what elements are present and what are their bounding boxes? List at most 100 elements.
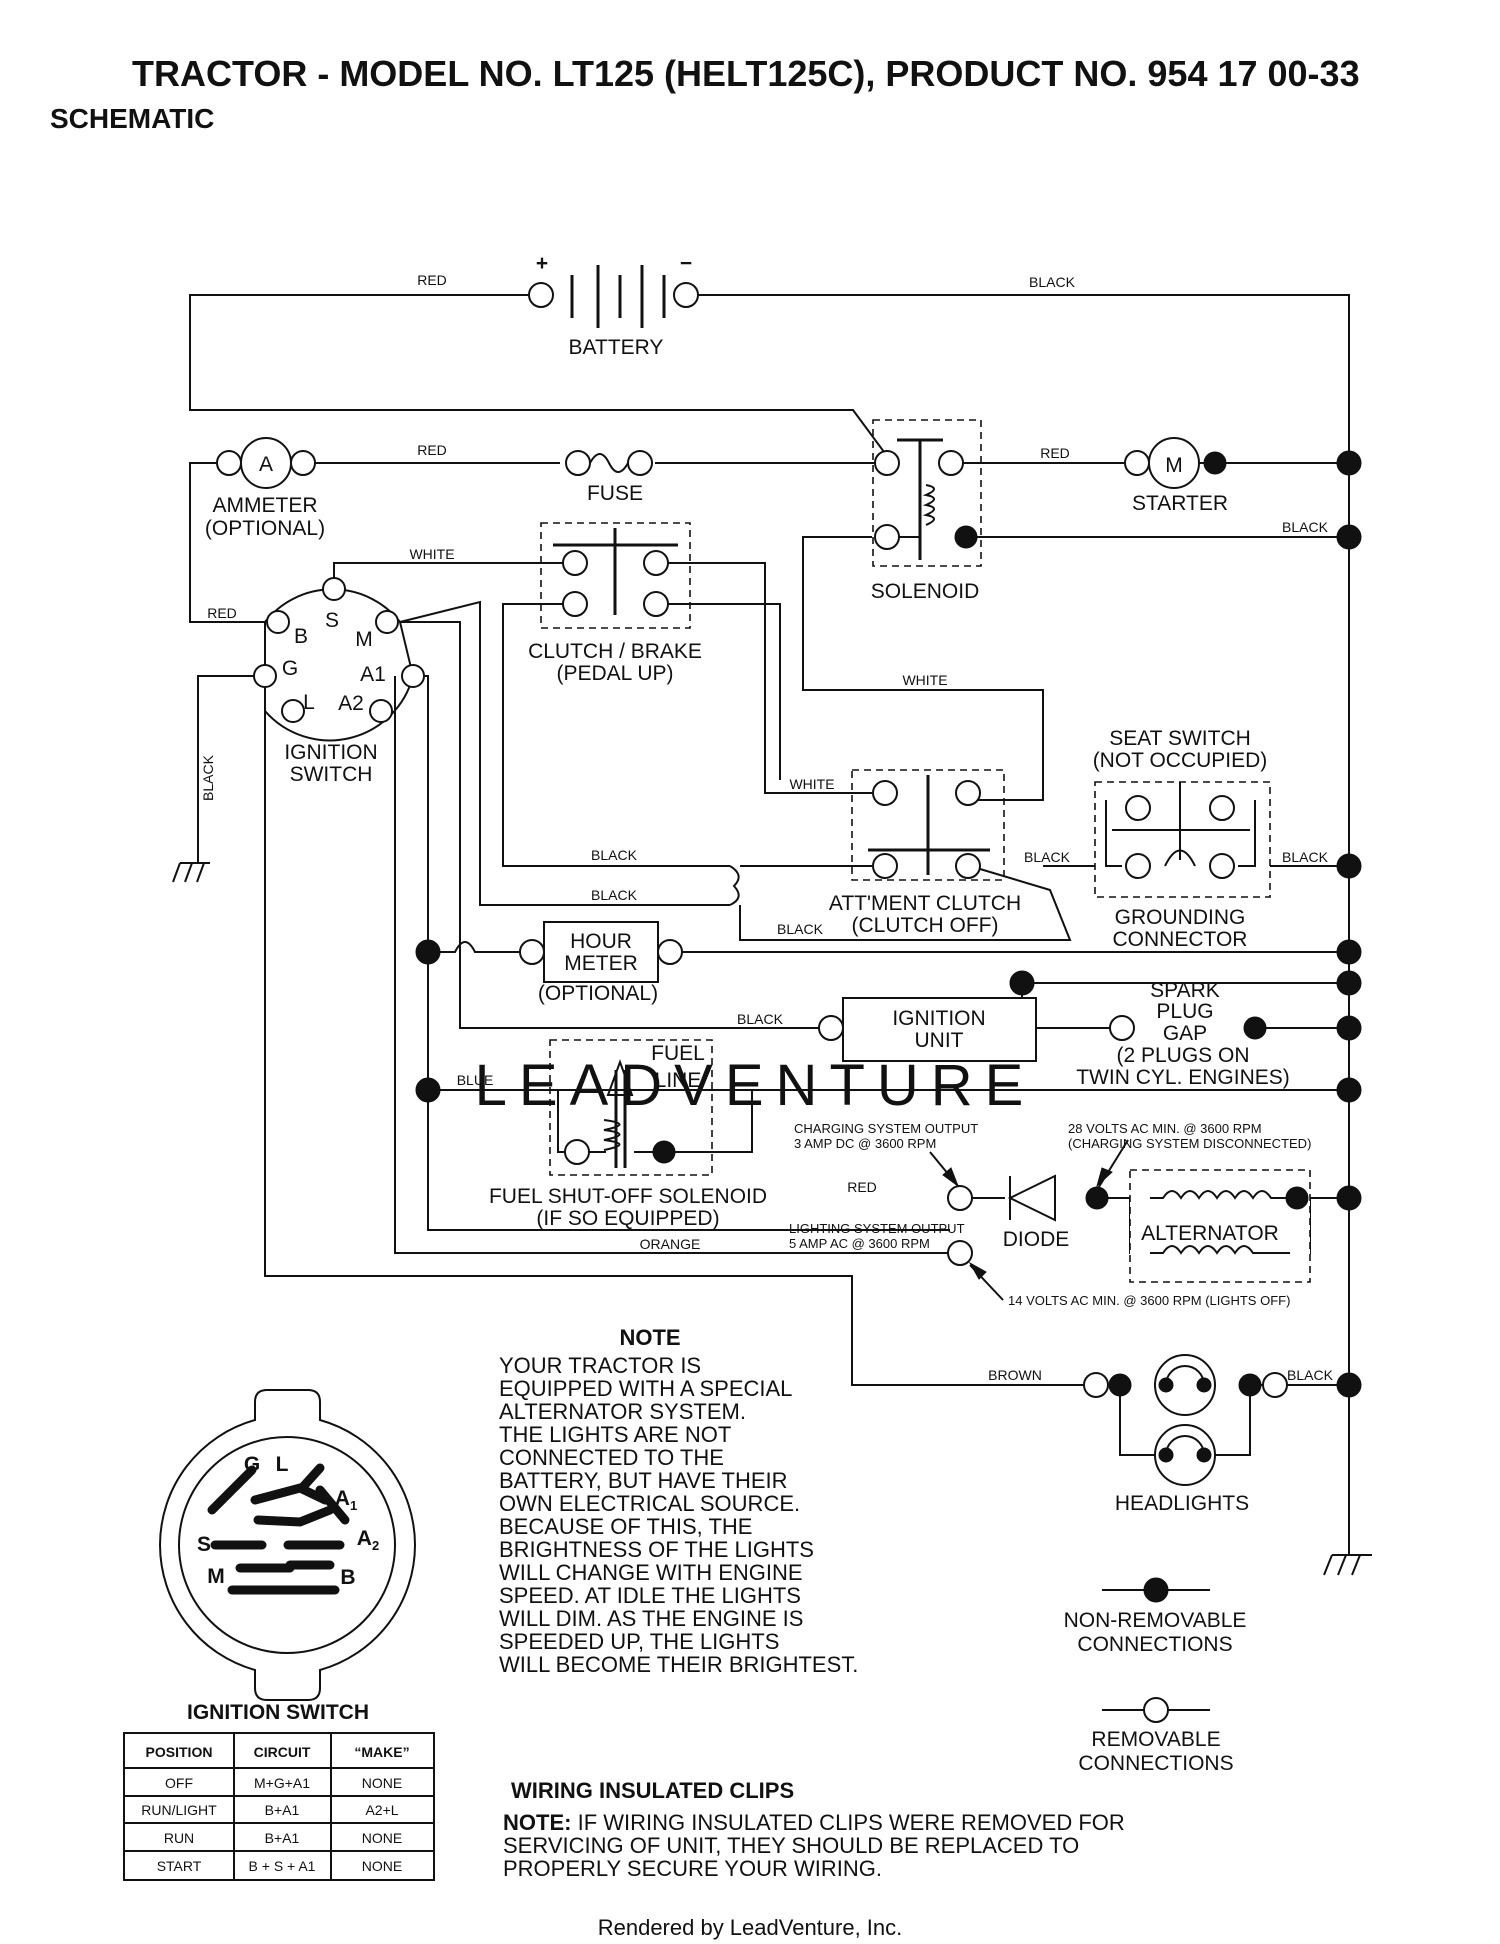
clips-line-3: PROPERLY SECURE YOUR WIRING. [503,1856,882,1881]
table-cell: NONE [362,1858,402,1874]
lighting-output-value: 5 AMP AC @ 3600 RPM [789,1236,930,1251]
wiring-clips-note: WIRING INSULATED CLIPS NOTE: IF WIRING I… [503,1778,1125,1881]
starter-label: STARTER [1132,492,1228,515]
note-line: WILL DIM. AS THE ENGINE IS [499,1606,803,1631]
page-subtitle: SCHEMATIC [50,103,214,134]
clutch-brake-label: CLUTCH / BRAKE [528,640,702,663]
ammeter-symbol: A [259,453,273,476]
terminal-a2: A2 [338,692,364,715]
wire-label-black-battery: BLACK [1029,274,1076,290]
wire-label-white-clutch: WHITE [789,776,834,792]
terminal-s: S [325,609,339,632]
solenoid-label: SOLENOID [871,580,980,603]
fuse-label: FUSE [587,482,643,505]
note-line: ALTERNATOR SYSTEM. [499,1399,746,1424]
table-cell: START [157,1858,202,1874]
watermark-text: LEADVENTURE [475,1053,1036,1118]
note-line: BECAUSE OF THIS, THE [499,1514,752,1539]
attment-clutch-label: ATT'MENT CLUTCH [829,892,1021,915]
table-cell: B + S + A1 [249,1858,316,1874]
table-cell: M+G+A1 [254,1775,310,1791]
spark-plug-label-4: (2 PLUGS ON [1116,1044,1249,1067]
table-header-make: “MAKE” [354,1744,409,1760]
wire-label-red-diode: RED [847,1179,877,1195]
terminal-b: B [294,625,308,648]
spark-plug-label-5: TWIN CYL. ENGINES) [1076,1066,1290,1089]
volts28-note: (CHARGING SYSTEM DISCONNECTED) [1068,1136,1311,1151]
note-line: SPEEDED UP, THE LIGHTS [499,1629,779,1654]
seat-switch-label-2: (NOT OCCUPIED) [1093,749,1268,772]
table-header-circuit: CIRCUIT [254,1744,311,1760]
clips-line-1: NOTE: IF WIRING INSULATED CLIPS WERE REM… [503,1810,1125,1835]
lighting-output-connector [947,1240,973,1266]
alternator-label: ALTERNATOR [1141,1222,1279,1245]
wire-label-red-battery: RED [417,272,447,288]
terminal-a1: A1 [360,663,386,686]
note-line: BATTERY, BUT HAVE THEIR [499,1468,788,1493]
clutch-brake-switch: CLUTCH / BRAKE (PEDAL UP) [528,522,702,685]
fuel-solenoid-label-2: (IF SO EQUIPPED) [536,1207,719,1230]
switch-face-b: B [340,1566,355,1589]
switch-face-s: S [197,1533,211,1556]
note-line: EQUIPPED WITH A SPECIAL [499,1376,792,1401]
ignition-table-title: IGNITION SWITCH [187,1701,369,1724]
ignition-table: IGNITION SWITCH POSITION CIRCUIT “MAKE” … [123,1701,435,1881]
wire-label-brown: BROWN [988,1367,1042,1383]
switch-face-g: G [244,1453,260,1476]
footer-credit: Rendered by LeadVenture, Inc. [598,1915,903,1940]
clips-line-2: SERVICING OF UNIT, THEY SHOULD BE REPLAC… [503,1833,1079,1858]
switch-face-m: M [207,1565,225,1588]
note-line: THE LIGHTS ARE NOT [499,1422,731,1447]
headlights: HEADLIGHTS [1083,1354,1288,1515]
battery-minus: − [680,252,692,275]
table-cell: A2+L [365,1802,398,1818]
seat-switch: SEAT SWITCH (NOT OCCUPIED) GROUNDING CON… [1093,727,1271,951]
wire-label-black-clutch-1: BLACK [591,847,638,863]
note-line: WILL BECOME THEIR BRIGHTEST. [499,1652,858,1677]
battery: + − BATTERY [528,252,699,359]
table-cell: B+A1 [265,1830,300,1846]
table-cell: RUN/LIGHT [141,1802,217,1818]
legend-nonremovable-label: NON-REMOVABLE [1064,1609,1247,1632]
alternator: ALTERNATOR [1129,1169,1311,1283]
wire-label-white-solenoid: WHITE [902,672,947,688]
wire-label-black-g: BLACK [200,754,216,801]
wire-label-red-b: RED [207,605,237,621]
note-title: NOTE [619,1325,680,1350]
ammeter-optional: (OPTIONAL) [205,517,325,540]
clutch-brake-label-2: (PEDAL UP) [556,662,673,685]
wire-label-black-seat-out: BLACK [1282,849,1329,865]
ignition-switch-label-2: SWITCH [290,763,373,786]
wire-label-blue: BLUE [457,1072,494,1088]
charging-output-label: CHARGING SYSTEM OUTPUT [794,1121,978,1136]
legend-removable-label: REMOVABLE [1091,1728,1220,1751]
wire-label-black-ignition-unit: BLACK [737,1011,784,1027]
wire-label-black-clutch-3: BLACK [777,921,824,937]
table-cell: B+A1 [265,1802,300,1818]
fuel-line-label: FUEL [651,1042,705,1065]
wire-label-black-seat-in: BLACK [1024,849,1071,865]
legend-removable-label-2: CONNECTIONS [1078,1752,1233,1775]
battery-plus: + [536,252,548,275]
switch-face-a1: A1 [335,1487,357,1513]
battery-label: BATTERY [569,336,664,359]
starter-symbol: M [1165,454,1183,477]
ground-symbol-right [1323,1554,1372,1576]
ignition-unit-label-2: UNIT [915,1029,964,1052]
attachment-clutch: ATT'MENT CLUTCH (CLUTCH OFF) [829,769,1021,937]
note-line: CONNECTED TO THE [499,1445,724,1470]
spark-plug-label-2: PLUG [1156,1000,1213,1023]
ground-symbol-left [172,862,210,883]
diode-label: DIODE [1003,1228,1070,1251]
volts28-label: 28 VOLTS AC MIN. @ 3600 RPM [1068,1121,1262,1136]
table-cell: NONE [362,1830,402,1846]
wire-label-black-clutch-2: BLACK [591,887,638,903]
hour-meter-optional: (OPTIONAL) [538,982,658,1005]
ammeter-label: AMMETER [213,494,318,517]
hour-meter-label: HOUR [570,930,632,953]
note-line: SPEED. AT IDLE THE LIGHTS [499,1583,801,1608]
wire-label-black-headlights: BLACK [1287,1367,1334,1383]
diode: DIODE [947,1139,1129,1251]
volts14-label: 14 VOLTS AC MIN. @ 3600 RPM (LIGHTS OFF) [1008,1293,1290,1308]
clips-title: WIRING INSULATED CLIPS [511,1778,794,1803]
